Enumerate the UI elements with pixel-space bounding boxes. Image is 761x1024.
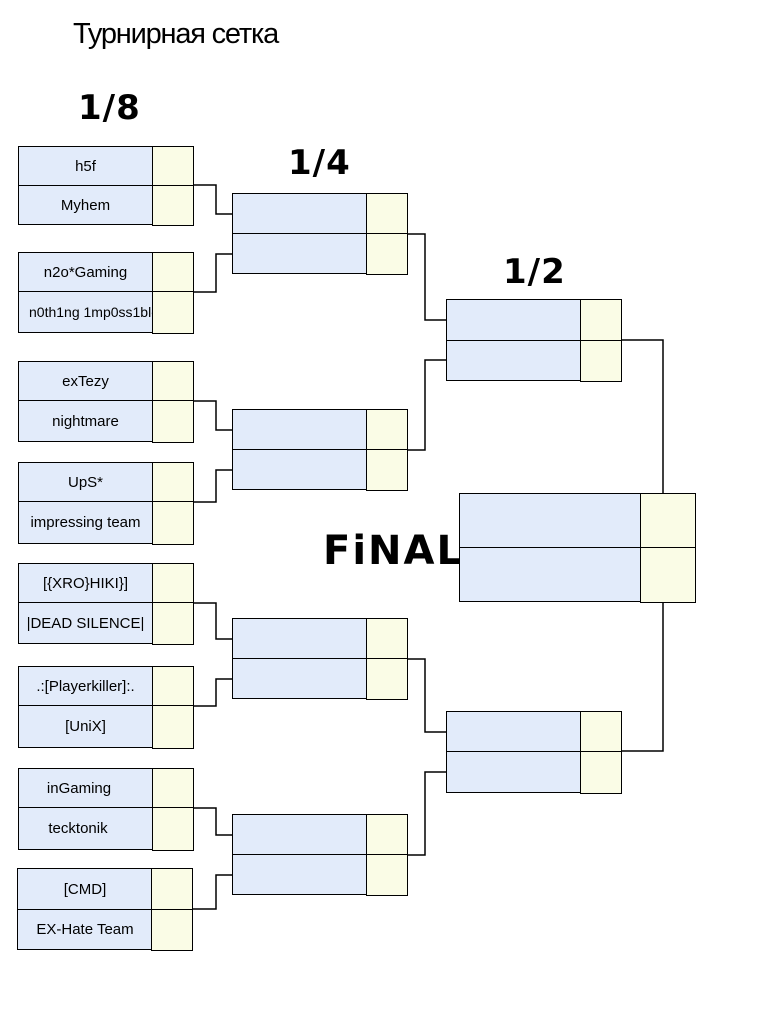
team-name: impressing team (30, 514, 141, 531)
team-slot: exTezy (18, 360, 194, 402)
connector (193, 400, 232, 431)
score-cell (365, 617, 408, 660)
connector (193, 807, 232, 836)
score-cell (365, 408, 408, 451)
team-slot (232, 448, 408, 491)
team-name: [UniX] (65, 718, 106, 735)
score-cell (151, 562, 194, 604)
team-name: tecktonik (48, 820, 108, 837)
connector (193, 602, 232, 640)
score-cell (365, 192, 408, 235)
team-slot: EX-Hate Team (17, 908, 193, 951)
score-cell (579, 750, 622, 794)
team-slot (446, 750, 622, 794)
page-title: Турнирная сетка (73, 18, 279, 50)
score-cell (151, 665, 194, 707)
score-cell (151, 184, 194, 226)
score-cell (151, 806, 194, 851)
score-cell (150, 867, 193, 911)
round-label-r16: 1/8 (78, 88, 141, 128)
team-name: [CMD] (63, 880, 107, 898)
team-slot: [{XRO}HIKI}] (18, 562, 194, 604)
team-name: |DEAD SILENCE| (26, 614, 145, 632)
round-label-final: FiNAL (323, 528, 464, 574)
connector (407, 233, 446, 321)
team-name: nightmare (52, 412, 119, 430)
round-label-qf: 1/4 (288, 143, 351, 183)
score-cell (151, 290, 194, 334)
connector (621, 601, 664, 752)
team-slot: h5f (18, 145, 194, 187)
team-slot (232, 657, 408, 700)
team-name: EX-Hate Team (36, 921, 134, 938)
score-cell (151, 399, 194, 443)
team-slot: [UniX] (18, 704, 194, 749)
team-name: n2o*Gaming (43, 263, 128, 281)
team-slot (232, 813, 408, 856)
team-slot: Myhem (18, 184, 194, 226)
score-cell (639, 546, 696, 603)
team-slot: [CMD] (17, 867, 193, 911)
team-name: inGaming (46, 779, 112, 797)
team-name: Myhem (60, 196, 111, 214)
team-slot: |DEAD SILENCE| (18, 601, 194, 645)
score-cell (151, 461, 194, 503)
score-cell (365, 232, 408, 275)
team-slot (232, 617, 408, 660)
score-cell (151, 251, 194, 293)
team-slot (459, 546, 696, 603)
team-name: .:[Playerkiller]:. (36, 677, 135, 695)
score-cell (579, 339, 622, 382)
team-name: [{XRO}HIKI}] (42, 574, 129, 592)
connector (193, 678, 232, 707)
team-slot (446, 339, 622, 382)
team-slot (232, 408, 408, 451)
score-cell (151, 767, 194, 809)
team-slot (459, 492, 696, 549)
team-slot: impressing team (18, 500, 194, 545)
team-name: exTezy (62, 372, 109, 390)
score-cell (579, 710, 622, 753)
team-slot (232, 192, 408, 235)
score-cell (151, 500, 194, 545)
connector (193, 184, 232, 215)
team-name: n0th1ng 1mp0ss1ble (29, 304, 159, 320)
connector (407, 771, 446, 856)
team-slot (446, 710, 622, 753)
score-cell (365, 657, 408, 700)
team-slot (446, 298, 622, 342)
team-slot: UpS* (18, 461, 194, 503)
team-slot: nightmare (18, 399, 194, 443)
connector (193, 874, 232, 910)
team-slot: tecktonik (18, 806, 194, 851)
connector (193, 469, 232, 503)
team-name: UpS* (67, 473, 104, 491)
score-cell (151, 704, 194, 749)
team-slot: n2o*Gaming (18, 251, 194, 293)
score-cell (150, 908, 193, 951)
score-cell (365, 853, 408, 896)
score-cell (639, 492, 696, 549)
score-cell (151, 145, 194, 187)
team-slot: inGaming (18, 767, 194, 809)
score-cell (151, 601, 194, 645)
team-name: h5f (75, 157, 96, 175)
team-slot (232, 853, 408, 896)
team-slot: .:[Playerkiller]:. (18, 665, 194, 707)
score-cell (365, 448, 408, 491)
round-label-sf: 1/2 (503, 252, 566, 292)
connector (621, 339, 664, 494)
score-cell (579, 298, 622, 342)
connector (407, 359, 446, 451)
team-slot (232, 232, 408, 275)
connector (407, 658, 446, 733)
team-slot: n0th1ng 1mp0ss1ble (18, 290, 194, 334)
score-cell (365, 813, 408, 856)
connector (193, 253, 232, 293)
score-cell (151, 360, 194, 402)
